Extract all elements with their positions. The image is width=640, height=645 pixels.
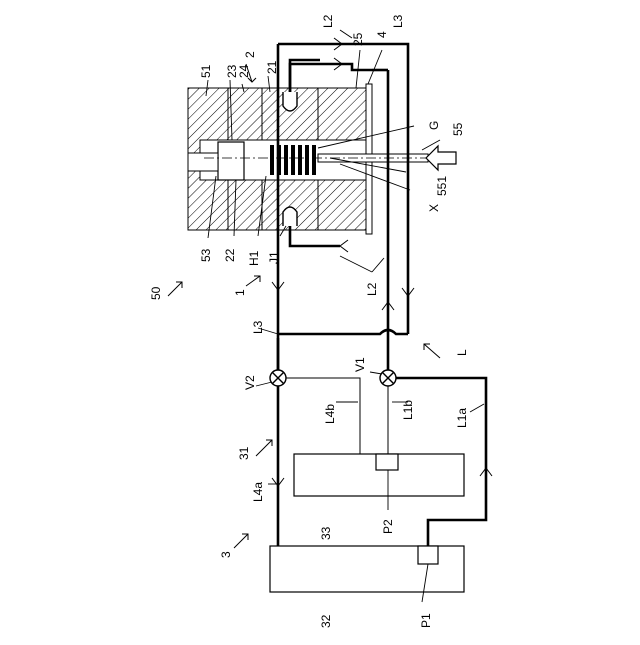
- label-p1: P1: [419, 613, 433, 628]
- label-v1: V1: [353, 357, 367, 372]
- input-arrow-55: [426, 146, 456, 170]
- label-l: L: [455, 349, 469, 356]
- valve-V2: [270, 370, 286, 386]
- label-h1: H1: [247, 250, 261, 266]
- label-32: 32: [319, 614, 333, 628]
- label-x: X: [427, 204, 441, 212]
- port-P2: [376, 454, 398, 470]
- label-31: 31: [237, 446, 251, 460]
- label-l2-top: L2: [321, 14, 335, 28]
- label-v2: V2: [243, 375, 257, 390]
- label-33: 33: [319, 526, 333, 540]
- label-21: 21: [265, 60, 279, 74]
- label-g: G: [427, 121, 441, 130]
- label-l4a: L4a: [251, 482, 265, 502]
- label-22: 22: [223, 248, 237, 262]
- label-51: 51: [199, 64, 213, 78]
- label-25: 25: [351, 32, 365, 46]
- label-551: 551: [435, 176, 449, 196]
- port-lower: [283, 207, 297, 226]
- label-2: 2: [243, 51, 257, 58]
- label-l4b: L4b: [323, 404, 337, 424]
- label-1: 1: [233, 289, 247, 296]
- label-53: 53: [199, 248, 213, 262]
- label-l3-top: L3: [391, 14, 405, 28]
- label-4: 4: [375, 31, 389, 38]
- port-P1: [418, 546, 438, 564]
- label-l2-mid: L2: [365, 282, 379, 296]
- label-50: 50: [149, 286, 163, 300]
- passage-53: [188, 153, 218, 171]
- label-p2: P2: [381, 519, 395, 534]
- piston-22: [218, 142, 244, 180]
- label-55: 55: [451, 122, 465, 136]
- port-upper: [283, 92, 297, 111]
- valve-V1: [380, 370, 396, 386]
- housing-assembly: [188, 84, 456, 234]
- label-l3-mid: L3: [251, 320, 265, 334]
- label-l1a: L1a: [455, 408, 469, 428]
- label-j1: J1: [267, 251, 281, 264]
- label-l1b: L1b: [401, 400, 415, 420]
- label-3: 3: [219, 551, 233, 558]
- arrow-l2-lower: [340, 240, 348, 252]
